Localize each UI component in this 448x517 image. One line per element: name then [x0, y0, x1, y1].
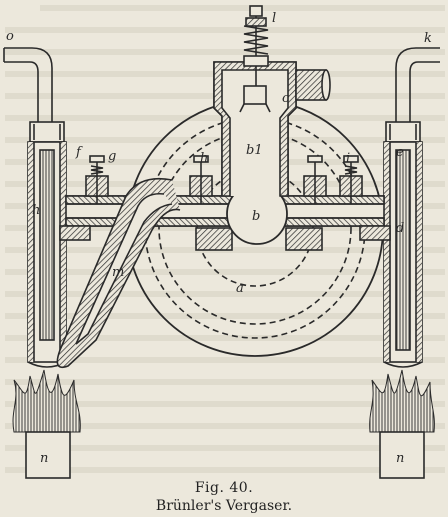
- screw-g: [85, 155, 109, 204]
- bent-tube-m: [56, 177, 181, 369]
- label-n-left: n: [40, 451, 48, 466]
- figure-caption: Brünler's Vergaser.: [155, 498, 293, 514]
- screw-h: [189, 155, 213, 204]
- label-b: b: [252, 209, 260, 224]
- label-o: o: [6, 29, 14, 44]
- label-f: f: [75, 145, 83, 160]
- burner-post-right: [379, 431, 425, 479]
- label-c: c: [282, 91, 290, 106]
- screw-i: [339, 155, 363, 204]
- burner-tube-left: [27, 141, 67, 368]
- label-i: i: [346, 151, 350, 166]
- label-l: l: [272, 11, 276, 26]
- pipe-k-right: [395, 47, 440, 122]
- label-k: k: [424, 31, 432, 46]
- burner-tube-right: [383, 141, 423, 368]
- label-g: g: [108, 149, 116, 164]
- label-d: d: [396, 221, 404, 236]
- flame-right: [369, 369, 435, 433]
- label-m: m: [112, 265, 124, 280]
- label-b1: b1: [246, 143, 263, 158]
- label-a: a: [236, 281, 244, 296]
- label-n-right: n: [396, 451, 404, 466]
- label-h-right: h: [200, 151, 208, 166]
- label-h: h: [32, 203, 40, 218]
- nut-left: [29, 121, 65, 143]
- spring-stem-l: [243, 5, 269, 86]
- burner-post-left: [25, 431, 71, 479]
- valve-housing-b1: [213, 61, 331, 197]
- nut-right: [385, 121, 421, 143]
- figure-number: Fig. 40.: [194, 480, 254, 496]
- screw-h-right: [303, 155, 327, 204]
- flame-left: [12, 369, 81, 433]
- label-e: e: [396, 145, 404, 160]
- pipe-o-left: [3, 47, 53, 122]
